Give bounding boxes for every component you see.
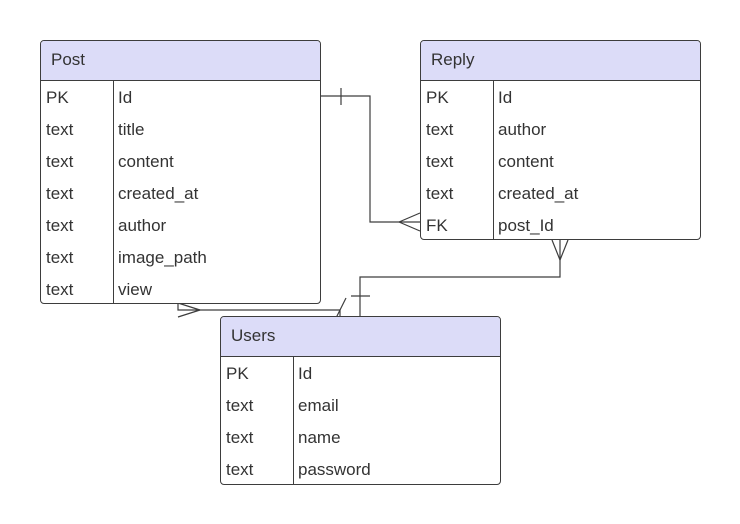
column-divider [493, 81, 494, 239]
field-row[interactable]: text password [221, 454, 500, 484]
field-type: text [46, 248, 74, 267]
field-row[interactable]: text author [421, 114, 700, 146]
field-row[interactable]: FK post_Id [421, 210, 700, 239]
field-type: PK [46, 88, 69, 107]
field-name: view [118, 280, 153, 299]
relationship-users-reply [351, 239, 569, 316]
entity-reply-fields: PK Id text author text content text crea… [421, 81, 700, 239]
field-name: title [118, 120, 145, 139]
field-row[interactable]: text created_at [421, 178, 700, 210]
entity-post[interactable]: Post PK Id text title text content text … [40, 40, 321, 304]
entity-post-fields: PK Id text title text content text creat… [41, 81, 320, 303]
field-row[interactable]: text created_at [41, 178, 320, 210]
entity-reply-title: Reply [421, 41, 700, 81]
field-name: email [298, 396, 339, 415]
field-name: content [118, 152, 174, 171]
field-type: text [426, 152, 454, 171]
field-type: text [46, 280, 74, 299]
entity-users-title: Users [221, 317, 500, 357]
column-divider [293, 357, 294, 484]
crowfoot-many-marker [177, 302, 201, 318]
field-type: text [426, 120, 454, 139]
field-type: PK [226, 364, 249, 383]
crowfoot-many-marker [398, 212, 421, 232]
field-type: text [46, 120, 74, 139]
field-row[interactable]: PK Id [421, 82, 700, 114]
field-row[interactable]: text email [221, 390, 500, 422]
relationship-users-post [177, 297, 347, 319]
field-name: author [498, 120, 547, 139]
entity-users[interactable]: Users PK Id text email text name text pa… [220, 316, 501, 485]
field-type: FK [426, 216, 448, 235]
entity-reply[interactable]: Reply PK Id text author text content tex… [420, 40, 701, 240]
field-type: text [226, 460, 254, 479]
field-name: created_at [118, 184, 199, 203]
field-type: text [226, 428, 254, 447]
entity-users-fields: PK Id text email text name text password [221, 357, 500, 484]
field-type: text [46, 152, 74, 171]
field-row[interactable]: text name [221, 422, 500, 454]
field-name: Id [118, 88, 133, 107]
field-name: name [298, 428, 341, 447]
field-row[interactable]: text title [41, 114, 320, 146]
field-row[interactable]: text author [41, 210, 320, 242]
field-name: author [118, 216, 167, 235]
field-row[interactable]: text image_path [41, 242, 320, 274]
field-name: image_path [118, 248, 207, 267]
field-name: content [498, 152, 554, 171]
field-name: created_at [498, 184, 579, 203]
column-divider [113, 81, 114, 303]
field-row[interactable]: text content [421, 146, 700, 178]
field-name: Id [498, 88, 513, 107]
crowfoot-many-marker [551, 239, 569, 261]
field-row[interactable]: PK Id [41, 82, 320, 114]
field-type: PK [426, 88, 449, 107]
field-name: post_Id [498, 216, 554, 235]
entity-post-title: Post [41, 41, 320, 81]
field-row[interactable]: PK Id [221, 358, 500, 390]
field-type: text [46, 184, 74, 203]
relationship-post-reply [321, 88, 421, 232]
field-type: text [426, 184, 454, 203]
field-row[interactable]: text content [41, 146, 320, 178]
field-type: text [226, 396, 254, 415]
field-name: Id [298, 364, 313, 383]
field-row[interactable]: text view [41, 274, 320, 303]
one-marker [335, 297, 347, 319]
field-name: password [298, 460, 371, 479]
field-type: text [46, 216, 74, 235]
